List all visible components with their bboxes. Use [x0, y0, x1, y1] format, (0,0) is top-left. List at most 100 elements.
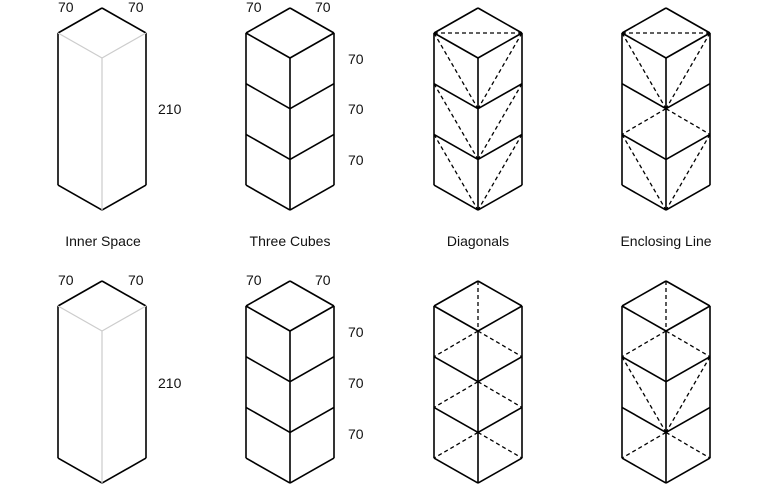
bottom-diag-dashed-line: [433, 431, 479, 459]
top-diag-dashed-line: [477, 83, 523, 160]
bottom-cubes-edge: [245, 305, 291, 332]
top-enclose-edge: [621, 184, 667, 211]
bottom-inner-width-b-label: 70: [128, 272, 144, 288]
bottom-diag-cube-edge: [477, 406, 523, 434]
top-enclose-dashed-line: [621, 108, 667, 135]
top-inner-edge: [101, 7, 147, 34]
top-cubes-cube-edge: [289, 133, 335, 161]
top-enclose-edge: [665, 32, 711, 59]
bottom-cubes-edge: [245, 280, 291, 307]
caption-three-cubes: Three Cubes: [250, 233, 331, 249]
bottom-cube3-height-label: 70: [348, 426, 364, 442]
bottom-cubes-cube-edge: [289, 406, 335, 434]
bottom-inner-edge: [57, 280, 103, 307]
top-cubes-width-b-label: 70: [315, 0, 331, 15]
bottom-diag-dashed-line: [477, 330, 523, 358]
bottom-cubes-cube-edge: [289, 356, 335, 383]
bottom-enclose-edge: [665, 457, 711, 484]
bottom-enclose-edge: [665, 305, 711, 332]
top-inner-inner-edge: [101, 32, 147, 59]
top-cube2-height-label: 70: [348, 101, 364, 117]
bottom-enclose-cube-edge: [665, 406, 711, 434]
caption-enclosing-line: Enclosing Line: [620, 233, 711, 249]
bottom-enclose-cube-edge: [665, 356, 711, 383]
top-cubes-edge: [245, 7, 291, 34]
bottom-cube1-height-label: 70: [348, 324, 364, 340]
top-inner-edge: [57, 7, 103, 34]
bottom-enclose-dashed-line: [665, 356, 711, 433]
bottom-inner-edge: [57, 457, 103, 484]
bottom-enclose-edge: [621, 280, 667, 307]
top-enclose-cube-edge: [665, 83, 711, 110]
bottom-diag-edge: [477, 280, 523, 307]
bottom-enclose-edge: [665, 280, 711, 307]
top-diag-cube-edge: [433, 83, 479, 110]
bottom-diag-edge: [477, 457, 523, 484]
bottom-cubes-edge: [289, 305, 335, 332]
bottom-enclose-edge: [621, 457, 667, 484]
top-inner-edge: [57, 184, 103, 211]
top-cube1-height-label: 70: [348, 51, 364, 67]
bottom-diag-cube-edge: [433, 406, 479, 434]
top-diag-edge: [433, 32, 479, 59]
top-enclose-dashed-line: [665, 32, 711, 110]
top-cube3-height-label: 70: [348, 152, 364, 168]
bottom-diag-edge: [477, 305, 523, 332]
bottom-cubes-cube-edge: [245, 356, 291, 383]
bottom-inner-height-label: 210: [158, 375, 182, 391]
top-cubes-cube-edge: [289, 83, 335, 110]
bottom-enclose-cube-edge: [621, 356, 667, 383]
top-diag-cube-edge: [477, 133, 523, 161]
bottom-enclose-dashed-line: [665, 330, 711, 358]
bottom-inner-edge: [101, 457, 147, 484]
top-enclose-cube-edge: [621, 133, 667, 161]
top-inner-height-label: 210: [158, 101, 182, 117]
top-enclose-edge: [665, 7, 711, 34]
top-diag-edge: [477, 32, 523, 59]
top-cubes-edge: [289, 32, 335, 59]
bottom-diag-cube-edge: [477, 356, 523, 383]
top-cubes-edge: [289, 7, 335, 34]
bottom-enclose-edge: [621, 305, 667, 332]
top-cubes-edge: [245, 32, 291, 59]
bottom-enclose-cube-edge: [621, 406, 667, 434]
top-diag-cube-edge: [477, 83, 523, 110]
top-diag-edge: [477, 184, 523, 211]
bottom-inner-width-a-label: 70: [58, 272, 74, 288]
top-diag-edge: [477, 7, 523, 34]
top-enclose-dashed-line: [621, 32, 667, 110]
top-diag-dashed-line: [433, 32, 479, 110]
bottom-cubes-edge: [245, 457, 291, 484]
bottom-enclose-dashed-line: [665, 431, 711, 459]
bottom-cube2-height-label: 70: [348, 375, 364, 391]
caption-diagonals: Diagonals: [447, 233, 509, 249]
bottom-cubes-edge: [289, 280, 335, 307]
bottom-inner-edge: [101, 280, 147, 307]
bottom-diag-dashed-line: [477, 381, 523, 408]
bottom-diag-edge: [433, 280, 479, 307]
top-inner-width-b-label: 70: [128, 0, 144, 15]
bottom-enclose-dashed-line: [621, 356, 667, 433]
bottom-diag-edge: [433, 305, 479, 332]
top-enclose-edge: [665, 184, 711, 211]
top-cubes-edge: [289, 184, 335, 211]
top-diag-edge: [433, 184, 479, 211]
bottom-diag-dashed-line: [433, 381, 479, 408]
top-inner-inner-edge: [57, 32, 103, 59]
bottom-inner-inner-edge: [57, 305, 103, 332]
top-diag-dashed-line: [433, 134, 479, 211]
bottom-diag-edge: [433, 457, 479, 484]
top-diag-dashed-line: [477, 134, 523, 211]
top-cubes-cube-edge: [245, 133, 291, 161]
caption-inner-space: Inner Space: [65, 233, 141, 249]
bottom-enclose-dashed-line: [621, 330, 667, 358]
bottom-cubes-edge: [289, 457, 335, 484]
top-enclose-dashed-line: [621, 134, 667, 211]
bottom-inner-inner-edge: [101, 305, 147, 332]
top-cubes-width-a-label: 70: [246, 0, 262, 15]
bottom-diag-dashed-line: [433, 330, 479, 358]
top-enclose-edge: [621, 7, 667, 34]
top-diag-dashed-line: [433, 83, 479, 160]
bottom-enclose-dashed-line: [621, 431, 667, 459]
bottom-cubes-width-a-label: 70: [246, 272, 262, 288]
